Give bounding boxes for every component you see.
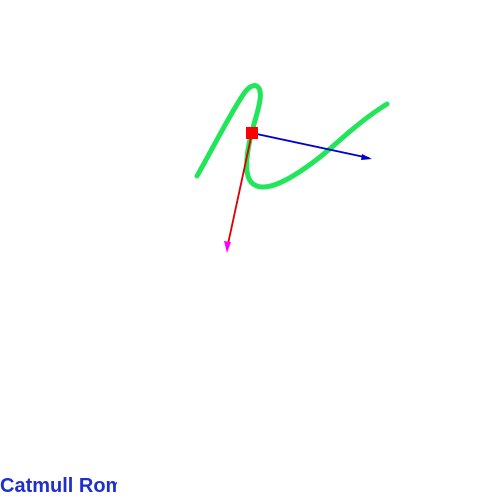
normal-line <box>227 132 253 245</box>
tangent-arrowhead <box>361 154 372 160</box>
caption-clip-region: Catmull Rom <box>0 474 117 500</box>
normal-arrowhead <box>224 241 231 253</box>
tangent-vector <box>251 132 372 160</box>
normal-vector <box>224 132 253 253</box>
curve-type-label: Catmull Rom <box>0 475 117 497</box>
catmull-rom-curve <box>194 83 390 190</box>
control-point-marker[interactable] <box>246 127 258 139</box>
tangent-line <box>251 132 370 159</box>
